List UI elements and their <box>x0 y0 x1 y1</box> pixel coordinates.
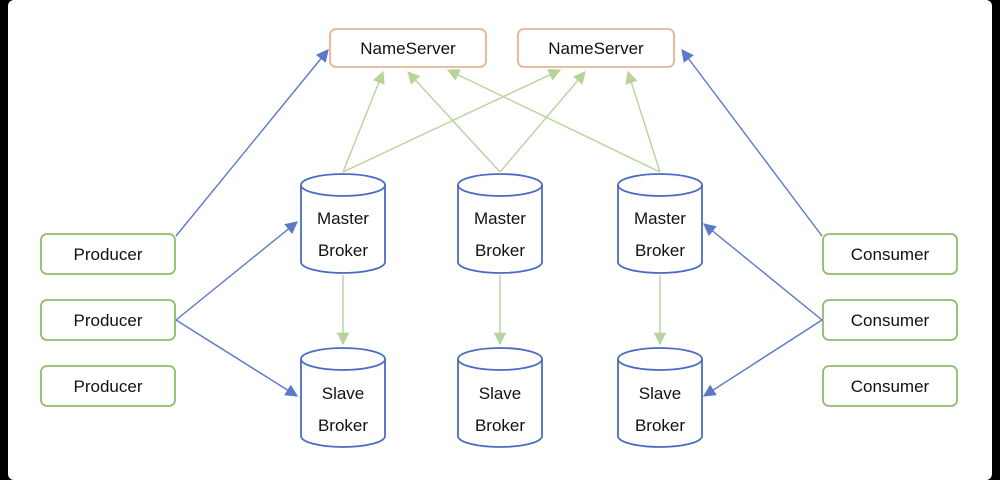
slave-broker-node: Slave Broker <box>300 347 386 448</box>
broker-label-type: Broker <box>635 241 685 260</box>
broker-nameserver-edges <box>342 69 661 173</box>
consumer-node: Consumer <box>822 233 958 275</box>
edge-consumer2-master3 <box>703 223 823 321</box>
nameserver-label: NameServer <box>360 39 456 58</box>
broker-label-type: Broker <box>318 416 368 435</box>
nameserver-node: NameServer <box>517 28 675 68</box>
edge-master1-ns2 <box>342 69 562 173</box>
edge-master3-ns2 <box>625 70 661 173</box>
producer-label: Producer <box>74 311 143 330</box>
broker-label-role: Slave <box>479 384 522 403</box>
edge-producer2-master1 <box>175 221 298 321</box>
edge-producer2-slave1 <box>175 319 299 397</box>
consumer-node: Consumer <box>822 365 958 407</box>
broker-label-role: Master <box>634 209 686 228</box>
producer-label: Producer <box>74 377 143 396</box>
master-broker-node: Master Broker <box>300 173 386 274</box>
consumer-label: Consumer <box>851 377 930 396</box>
master-broker-node: Master Broker <box>617 173 703 274</box>
broker-label-type: Broker <box>635 416 685 435</box>
broker-label-type: Broker <box>475 416 525 435</box>
consumer-label: Consumer <box>851 311 930 330</box>
broker-label-role: Master <box>317 209 369 228</box>
broker-label-role: Slave <box>639 384 682 403</box>
slave-broker-node: Slave Broker <box>457 347 543 448</box>
nameserver-node: NameServer <box>329 28 487 68</box>
edge-consumer1-ns2 <box>681 48 823 237</box>
edge-master2-ns2 <box>499 71 586 173</box>
producer-node: Producer <box>40 233 176 275</box>
master-broker-node: Master Broker <box>457 173 543 274</box>
consumer-node: Consumer <box>822 299 958 341</box>
producer-label: Producer <box>74 245 143 264</box>
replication-edges <box>336 275 667 346</box>
producer-node: Producer <box>40 365 176 407</box>
client-edges <box>175 48 823 397</box>
consumer-label: Consumer <box>851 245 930 264</box>
edge-master1-ns1 <box>342 70 385 173</box>
nameserver-label: NameServer <box>548 39 644 58</box>
broker-label-type: Broker <box>318 241 368 260</box>
edge-consumer2-slave3 <box>702 319 823 397</box>
broker-label-type: Broker <box>475 241 525 260</box>
producer-node: Producer <box>40 299 176 341</box>
edge-producer1-ns1 <box>175 49 329 237</box>
edge-master2-ns1 <box>407 71 501 173</box>
broker-label-role: Slave <box>322 384 365 403</box>
edge-master3-ns1 <box>446 69 661 173</box>
slave-broker-node: Slave Broker <box>617 347 703 448</box>
broker-label-role: Master <box>474 209 526 228</box>
